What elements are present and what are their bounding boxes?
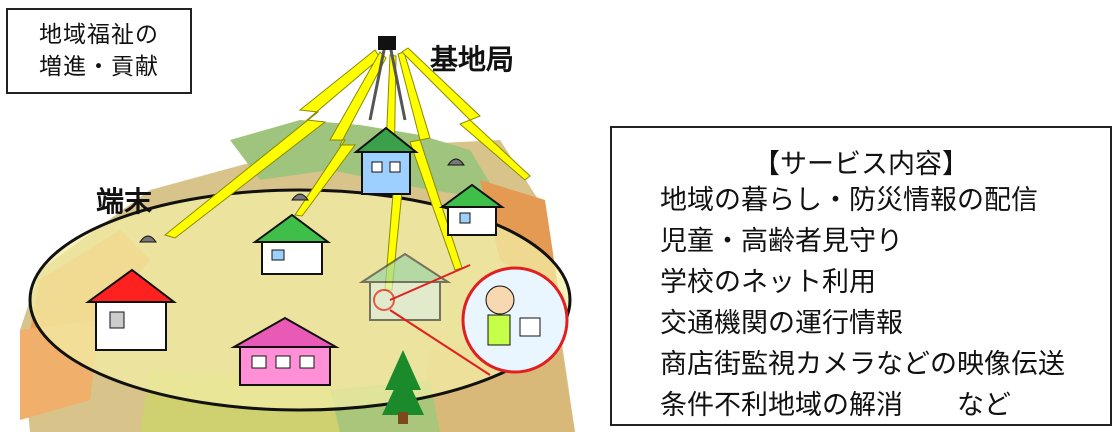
goal-box: 地域福祉の 増進・貢献 [6, 8, 192, 94]
antenna-tower-icon [368, 36, 407, 121]
coverage-area [28, 188, 572, 412]
house-icon [353, 126, 419, 195]
house-icon [438, 158, 506, 236]
house-icon [230, 316, 340, 386]
dish-antenna-icon [447, 158, 465, 166]
service-list: 地域の暮らし・防災情報の配信 児童・高齢者見守り 学校のネット利用 交通機関の運… [660, 180, 1065, 426]
tree-icon [382, 350, 424, 424]
house-icon [251, 193, 331, 275]
service-item: 商店街監視カメラなどの映像伝送 [660, 349, 1065, 380]
service-item: 条件不利地域の解消 など [660, 390, 1011, 421]
service-item: 学校のネット利用 [660, 267, 876, 298]
service-box: 【サービス内容】 地域の暮らし・防災情報の配信 児童・高齢者見守り 学校のネット… [610, 126, 1112, 426]
base-station-label: 基地局 [430, 43, 515, 76]
goal-line-1: 地域福祉の [39, 22, 159, 48]
terminal-label: 端末 [96, 185, 153, 218]
dish-antenna-icon [291, 193, 309, 201]
network-illustration [20, 36, 575, 432]
house-icon [84, 235, 177, 351]
service-item: 地域の暮らし・防災情報の配信 [660, 185, 1038, 216]
person-at-computer-icon [389, 264, 569, 376]
lightning-bolt-icon [163, 47, 531, 291]
goal-line-2: 増進・貢献 [39, 54, 159, 80]
dish-antenna-icon [139, 235, 157, 243]
service-item: 交通機関の運行情報 [660, 308, 903, 339]
service-item: 児童・高齢者見守り [660, 226, 903, 257]
service-title: 【サービス内容】 [753, 149, 969, 180]
